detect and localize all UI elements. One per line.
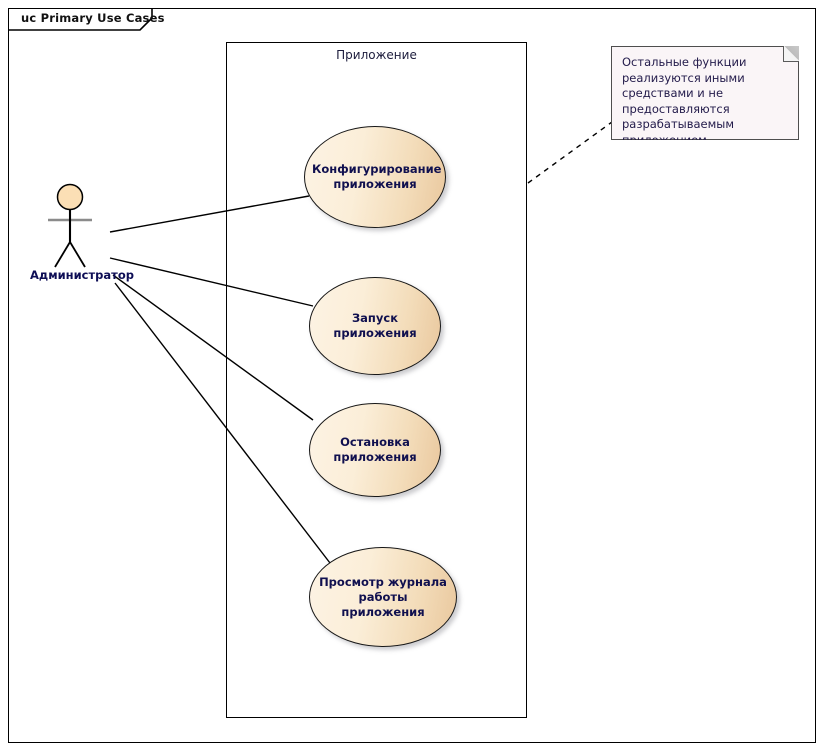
use-case-label-stop: Остановка приложения [333, 435, 417, 464]
actor-label: Администратор [30, 268, 134, 282]
use-case-label-view-log: Просмотр журнала работы приложения [319, 574, 447, 619]
actor-leg-right-line [69, 241, 86, 268]
use-case-configure[interactable]: Конфигурирование приложения [304, 126, 446, 228]
note-text: Остальные функции реализуются иными сред… [622, 55, 747, 147]
note-fold-corner-icon [783, 46, 799, 62]
use-case-label-start: Запуск приложения [333, 311, 417, 340]
use-case-stop[interactable]: Остановка приложения [309, 403, 441, 497]
frame-title-tab: uc Primary Use Cases [8, 8, 164, 30]
use-case-start[interactable]: Запуск приложения [309, 277, 441, 375]
note-box[interactable]: Остальные функции реализуются иными сред… [611, 46, 799, 140]
use-case-view-log[interactable]: Просмотр журнала работы приложения [309, 547, 457, 647]
use-case-label-configure: Конфигурирование приложения [312, 162, 442, 191]
actor-administrator[interactable]: Администратор [22, 180, 142, 285]
system-boundary-label: Приложение [336, 48, 417, 62]
frame-title-label: uc Primary Use Cases [21, 11, 165, 25]
actor-leg-left-line [54, 241, 71, 268]
actor-stick-figure [48, 183, 92, 268]
actor-head-icon [56, 183, 84, 211]
